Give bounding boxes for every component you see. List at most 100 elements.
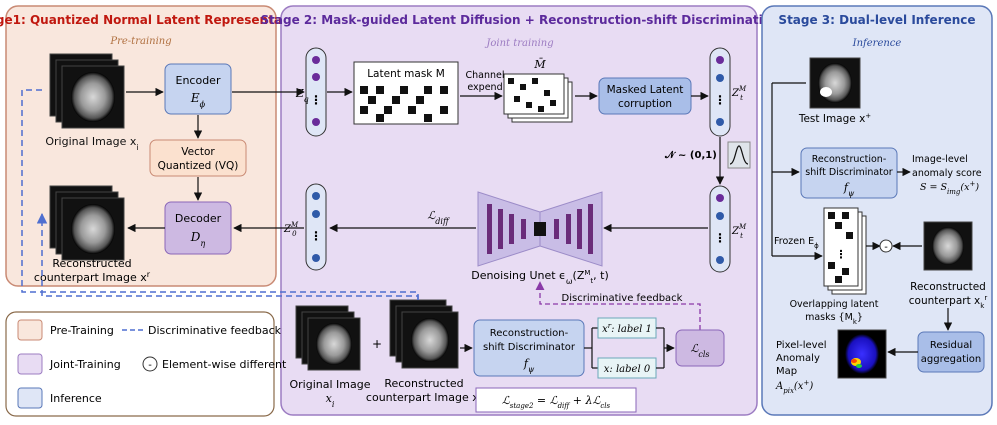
svg-text:Frozen Eϕ: Frozen Eϕ bbox=[774, 236, 819, 250]
heatmap-icon bbox=[845, 334, 879, 374]
stage1-panel: Stage1: Quantized Normal Latent Represen… bbox=[0, 5, 309, 287]
stage1-feedback-path-lower bbox=[36, 212, 419, 300]
stage2-reconstructed-image-stack bbox=[389, 299, 459, 369]
svg-text:Anomaly: Anomaly bbox=[776, 353, 820, 364]
encoder-block bbox=[164, 63, 232, 115]
brain-mri-icon bbox=[932, 227, 964, 265]
svg-text:Denoising Unet ϵω(ZMt, t): Denoising Unet ϵω(ZMt, t) bbox=[471, 269, 609, 286]
svg-text:Reconstructed: Reconstructed bbox=[52, 257, 131, 270]
zt-latent-vector-upper bbox=[709, 47, 731, 137]
svg-text:ℒstage2 = ℒdiff + λℒcls: ℒstage2 = ℒdiff + λℒcls bbox=[502, 394, 611, 410]
svg-text:fψ: fψ bbox=[843, 181, 855, 198]
svg-text:S = Simg(x+): S = Simg(x+) bbox=[920, 180, 979, 196]
stage1-reconstructed-image-stack bbox=[49, 185, 125, 261]
zt-latent-vector-lower bbox=[709, 185, 731, 273]
svg-text:corruption: corruption bbox=[618, 98, 672, 110]
overlapping-masks-stack bbox=[823, 207, 859, 287]
svg-text:Decoder: Decoder bbox=[175, 212, 222, 225]
svg-text:⋮: ⋮ bbox=[310, 93, 322, 107]
svg-text:xi: xi bbox=[326, 392, 335, 409]
svg-text:Dη: Dη bbox=[190, 230, 206, 248]
svg-text:ℒdiff: ℒdiff bbox=[427, 209, 450, 226]
svg-text:Joint-Training: Joint-Training bbox=[49, 358, 121, 371]
svg-text:Test Image x+: Test Image x+ bbox=[798, 112, 871, 125]
svg-text:⋮: ⋮ bbox=[836, 248, 847, 261]
svg-text:⋮: ⋮ bbox=[714, 231, 726, 245]
svg-text:counterpart xkr: counterpart xkr bbox=[909, 294, 988, 310]
svg-text:Eϕ: Eϕ bbox=[190, 91, 206, 109]
svg-text:-: - bbox=[884, 242, 888, 253]
stage2-loss-equation bbox=[475, 387, 637, 413]
svg-text:xr: label 1: xr: label 1 bbox=[602, 322, 652, 335]
vq-block bbox=[149, 139, 247, 177]
svg-text:+: + bbox=[372, 337, 382, 351]
stage3-subtitle: Inference bbox=[852, 38, 902, 49]
gaussian-noise-icon bbox=[727, 141, 751, 169]
noise-label: 𝒩 ~ (0,1) bbox=[664, 150, 717, 161]
svg-text:Channel: Channel bbox=[465, 70, 504, 81]
svg-text:aggregation: aggregation bbox=[921, 354, 982, 365]
svg-text:masks {Mk}: masks {Mk} bbox=[805, 312, 863, 326]
svg-text:Image-level: Image-level bbox=[912, 154, 968, 165]
elementwise-diff-node bbox=[879, 239, 893, 253]
svg-text:expend: expend bbox=[467, 82, 502, 93]
stage1-title: Stage1: Quantized Normal Latent Represen… bbox=[0, 13, 309, 27]
svg-text:Apix(x+): Apix(x+) bbox=[775, 379, 813, 395]
stage3-panel: Stage 3: Dual-level Inference Inference … bbox=[761, 5, 993, 416]
brain-mri-icon bbox=[411, 318, 449, 362]
svg-text:Residual: Residual bbox=[930, 340, 972, 351]
brain-mri-icon bbox=[71, 72, 115, 122]
svg-text:x: label 0: x: label 0 bbox=[604, 364, 651, 375]
lcls-block bbox=[675, 329, 725, 367]
stage2-subtitle: Joint training bbox=[484, 38, 553, 49]
svg-text:Element-wise different: Element-wise different bbox=[162, 358, 287, 371]
svg-text:Vector: Vector bbox=[181, 146, 215, 158]
svg-text:Quantized (VQ): Quantized (VQ) bbox=[158, 160, 239, 172]
brain-mri-icon bbox=[316, 323, 352, 365]
svg-text:Discriminative feedback: Discriminative feedback bbox=[562, 293, 683, 304]
legend-pretraining-swatch bbox=[17, 319, 43, 341]
svg-text:counterpart Image xr: counterpart Image xr bbox=[34, 270, 151, 285]
stage1-subtitle: Pre-training bbox=[109, 36, 171, 47]
svg-text:Reconstructed: Reconstructed bbox=[384, 377, 463, 390]
svg-text:Reconstruction-: Reconstruction- bbox=[812, 154, 887, 165]
legend-elementwise-icon bbox=[142, 356, 158, 372]
svg-text:shift Discriminator: shift Discriminator bbox=[805, 167, 892, 178]
svg-text:⋮: ⋮ bbox=[714, 93, 726, 107]
svg-text:⋮: ⋮ bbox=[310, 229, 322, 243]
brain-mri-icon bbox=[818, 63, 852, 103]
stage3-title: Stage 3: Dual-level Inference bbox=[778, 13, 975, 27]
lesion-icon bbox=[820, 87, 832, 97]
brain-mri-icon bbox=[71, 204, 115, 254]
svg-text:Inference: Inference bbox=[50, 392, 102, 405]
svg-text:Discriminative feedback: Discriminative feedback bbox=[148, 324, 282, 337]
decoder-block bbox=[164, 201, 232, 255]
stage3-discriminator-block bbox=[800, 147, 898, 199]
stage1-original-image-stack bbox=[49, 53, 125, 129]
svg-text:ℒcls: ℒcls bbox=[690, 342, 709, 359]
svg-text:Reconstructed: Reconstructed bbox=[910, 281, 986, 293]
stage2-original-image-stack bbox=[295, 305, 361, 371]
svg-text:ZM0: ZM0 bbox=[283, 221, 299, 238]
legend-box bbox=[5, 311, 275, 417]
svg-text:shift Discriminator: shift Discriminator bbox=[483, 342, 576, 353]
svg-text:ZMt: ZMt bbox=[731, 85, 747, 102]
svg-text:-: - bbox=[148, 360, 152, 371]
svg-text:Reconstruction-: Reconstruction- bbox=[490, 328, 569, 339]
svg-text:Overlapping latent: Overlapping latent bbox=[790, 299, 879, 310]
residual-aggregation-block bbox=[917, 331, 985, 373]
zq-latent-vector bbox=[305, 47, 327, 137]
svg-text:Masked Latent: Masked Latent bbox=[607, 84, 684, 96]
svg-text:Pre-Training: Pre-Training bbox=[50, 324, 114, 337]
legend: Pre-Training Discriminative feedback Joi… bbox=[5, 311, 287, 417]
svg-text:fψ: fψ bbox=[523, 357, 535, 374]
svg-text:counterpart Image xr: counterpart Image xr bbox=[366, 390, 483, 405]
stage1-original-label: Original Image x bbox=[45, 135, 136, 148]
encoder-label: Encoder bbox=[176, 74, 221, 87]
denoising-unet-icon bbox=[477, 191, 603, 267]
svg-text:anomaly score: anomaly score bbox=[912, 168, 982, 179]
z0-latent-vector bbox=[305, 183, 327, 271]
stage2-title: Stage 2: Mask-guided Latent Diffusion + … bbox=[261, 13, 780, 27]
stage1-feedback-path-upper bbox=[21, 89, 419, 300]
